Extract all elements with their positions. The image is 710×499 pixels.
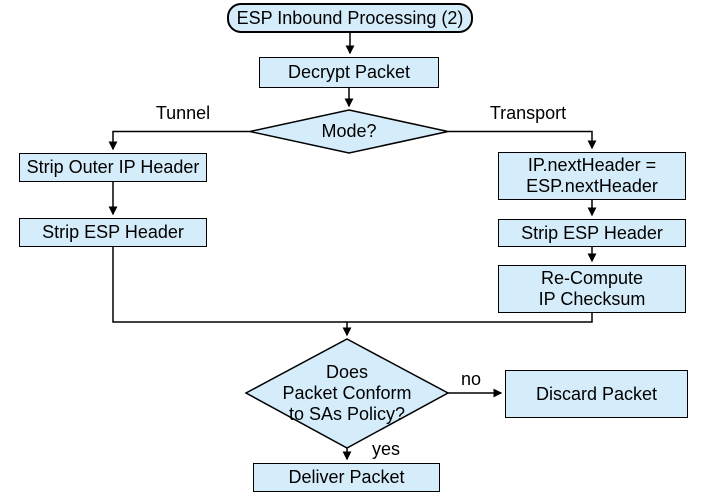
node-decrypt-packet: Decrypt Packet bbox=[259, 57, 439, 88]
node-deliver-packet: Deliver Packet bbox=[253, 463, 440, 492]
node-recompute-ip-checksum: Re-Compute IP Checksum bbox=[498, 265, 686, 313]
connector-mode-transport-branch bbox=[448, 130, 597, 150]
node-start: ESP Inbound Processing (2) bbox=[227, 3, 473, 33]
connector-merge-line bbox=[112, 247, 593, 323]
node-discard-packet: Discard Packet bbox=[505, 370, 688, 418]
mode-decision-diamond bbox=[249, 109, 449, 154]
node-strip-outer-ip-header: Strip Outer IP Header bbox=[19, 153, 207, 182]
node-strip-esp-header-left: Strip ESP Header bbox=[19, 218, 207, 247]
connector-mode-tunnel-branch bbox=[108, 130, 250, 151]
edge-label-transport: Transport bbox=[489, 103, 567, 123]
node-strip-esp-header-right: Strip ESP Header bbox=[498, 219, 686, 247]
edge-label-no: no bbox=[460, 369, 482, 389]
node-mode-decision-label: Mode? bbox=[321, 121, 377, 141]
edge-label-tunnel: Tunnel bbox=[155, 103, 211, 123]
node-ip-nextheader: IP.nextHeader = ESP.nextHeader bbox=[498, 152, 686, 200]
node-policy-decision-label: Does Packet Conform to SAs Policy? bbox=[282, 361, 412, 424]
edge-label-yes: yes bbox=[371, 439, 400, 459]
